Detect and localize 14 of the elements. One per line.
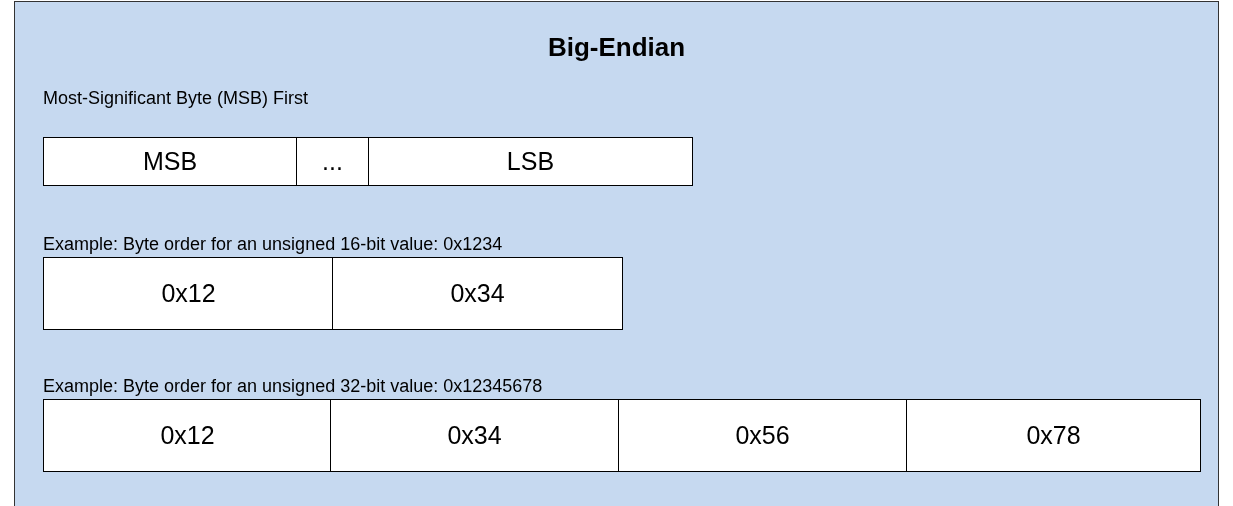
byte-cell: 0x12 — [43, 257, 334, 330]
byte-cell: ... — [296, 137, 369, 186]
byte-cell: 0x12 — [43, 399, 332, 472]
row-caption: Example: Byte order for an unsigned 32-bit value: 0x12345678 — [43, 376, 543, 397]
diagram-panel — [14, 1, 1219, 506]
byte-cell: 0x78 — [906, 399, 1201, 472]
row-caption: Example: Byte order for an unsigned 16-bit value: 0x1234 — [43, 234, 503, 255]
byte-cell: 0x56 — [618, 399, 907, 472]
byte-cell: 0x34 — [332, 257, 623, 330]
row-caption: Most-Significant Byte (MSB) First — [43, 88, 309, 109]
byte-cell: MSB — [43, 137, 297, 186]
panel-title: Big-Endian — [547, 32, 686, 63]
byte-cell: LSB — [368, 137, 693, 186]
byte-cell: 0x34 — [330, 399, 619, 472]
